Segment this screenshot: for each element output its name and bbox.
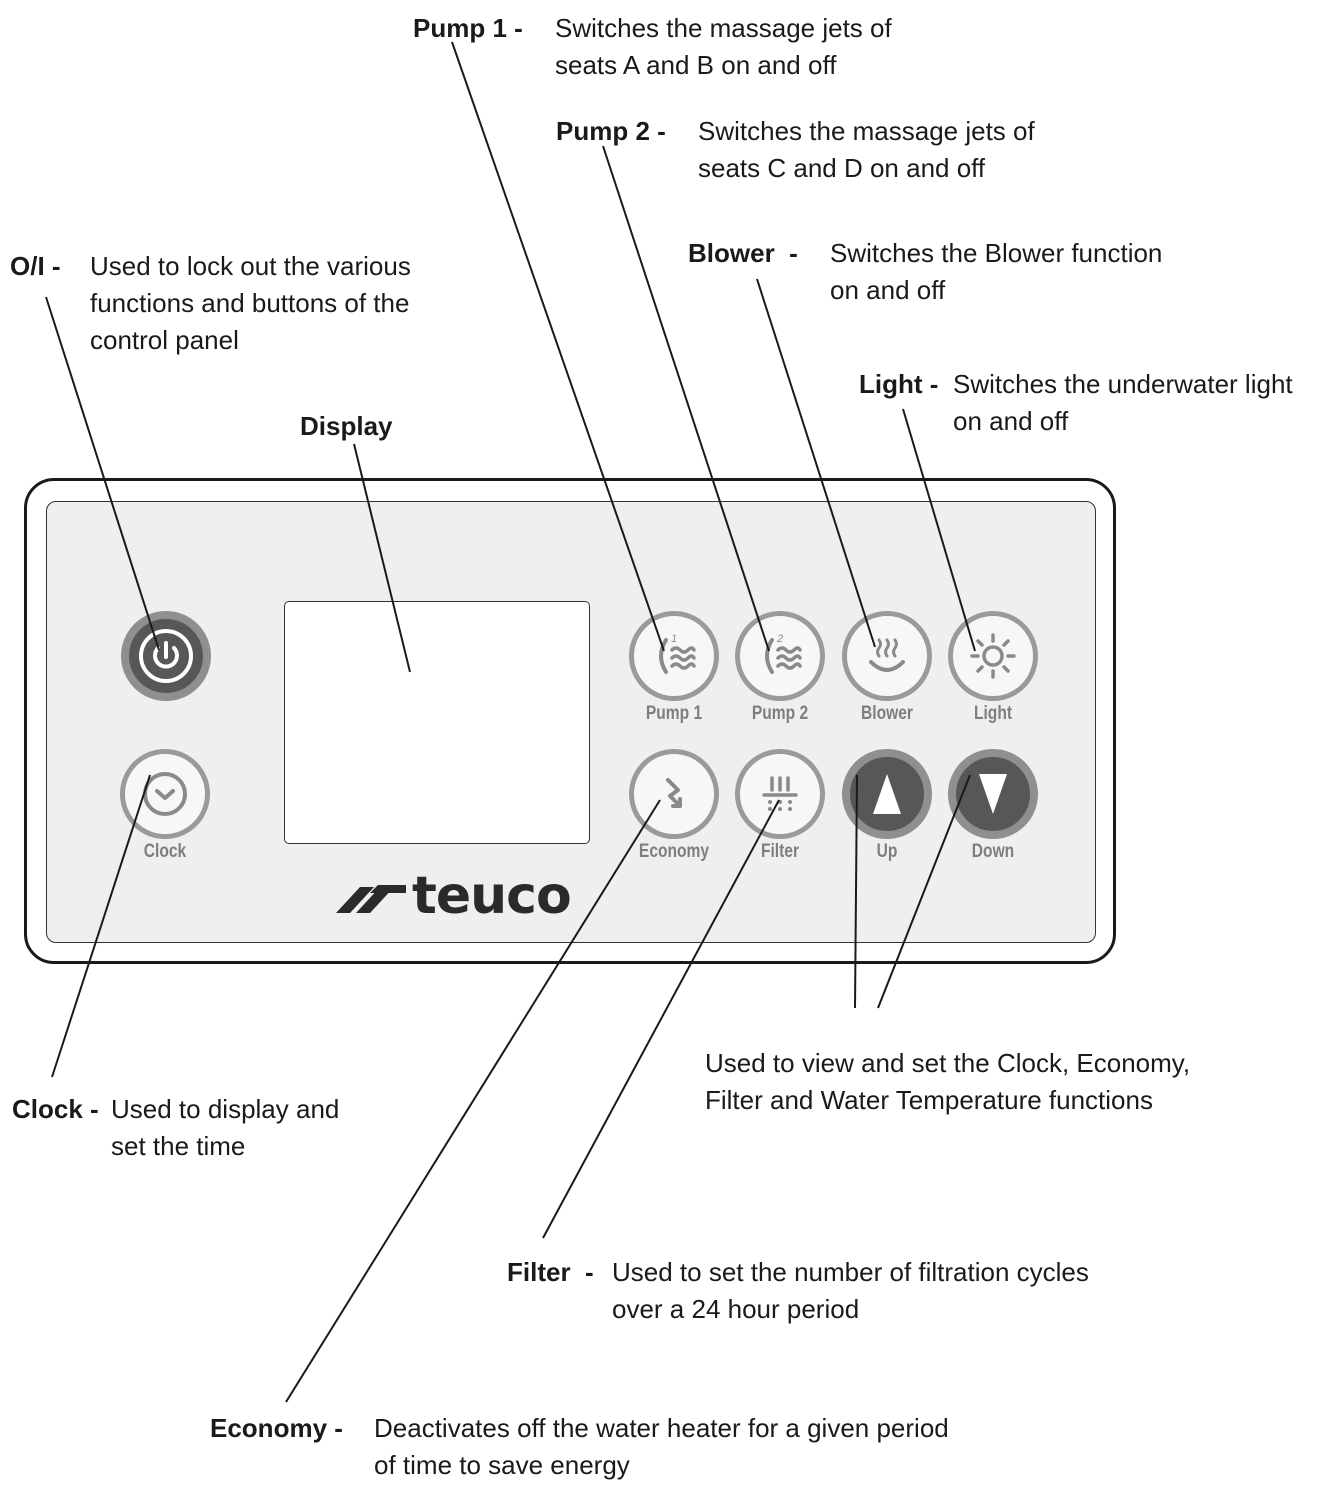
callout-text: functions and buttons of the bbox=[90, 288, 410, 318]
callout-text: Switches the underwater light bbox=[953, 369, 1293, 399]
callout-text: seats A and B on and off bbox=[555, 50, 837, 80]
teuco-logo-mark bbox=[336, 885, 406, 913]
pump1-caption: Pump 1 bbox=[645, 703, 703, 724]
clock-caption: Clock bbox=[143, 841, 187, 862]
callout-label: Display bbox=[300, 411, 393, 441]
blower-button[interactable] bbox=[842, 611, 932, 701]
callout-label: Economy - bbox=[210, 1413, 343, 1443]
pump1-waves-icon: 1 bbox=[644, 626, 704, 686]
callout-label: Clock - bbox=[12, 1094, 99, 1124]
clock-icon bbox=[135, 764, 195, 824]
callout-text: on and off bbox=[830, 275, 946, 305]
light-button[interactable] bbox=[948, 611, 1038, 701]
callout-text: set the time bbox=[111, 1131, 246, 1161]
power-icon bbox=[136, 626, 196, 686]
callout-text: of time to save energy bbox=[374, 1450, 630, 1480]
callout-text: Switches the massage jets of bbox=[555, 13, 892, 43]
down-caption: Down bbox=[971, 841, 1015, 862]
pump2-button[interactable]: 2 bbox=[735, 611, 825, 701]
callout-text: Switches the Blower function bbox=[830, 238, 1163, 268]
callout-text: seats C and D on and off bbox=[698, 153, 986, 183]
sun-icon bbox=[963, 626, 1023, 686]
filter-button[interactable] bbox=[735, 749, 825, 839]
up-caption: Up bbox=[876, 841, 898, 862]
callout-label: Pump 1 - bbox=[413, 13, 523, 43]
callout-text: Used to lock out the various bbox=[90, 251, 411, 281]
teuco-logo: teuco bbox=[336, 866, 572, 926]
callout-text: over a 24 hour period bbox=[612, 1294, 860, 1324]
callout-label: Pump 2 - bbox=[556, 116, 666, 146]
callout-text: Filter and Water Temperature functions bbox=[705, 1085, 1153, 1115]
power-button[interactable] bbox=[121, 611, 211, 701]
callout-text: Used to view and set the Clock, Economy, bbox=[705, 1048, 1191, 1078]
down-button[interactable] bbox=[948, 749, 1038, 839]
callout-text: Used to display and bbox=[111, 1094, 340, 1124]
filter-icon bbox=[750, 764, 810, 824]
economy-button[interactable] bbox=[629, 749, 719, 839]
display-screen bbox=[284, 601, 590, 844]
down-triangle-icon bbox=[963, 764, 1023, 824]
pump2-caption: Pump 2 bbox=[751, 703, 809, 724]
blower-bubbles-icon bbox=[857, 626, 917, 686]
callout-label: Light - bbox=[859, 369, 939, 399]
blower-caption: Blower bbox=[861, 703, 913, 724]
light-caption: Light bbox=[973, 703, 1013, 724]
callout-text: Deactivates off the water heater for a g… bbox=[374, 1413, 949, 1443]
pump1-badge: 1 bbox=[671, 633, 677, 645]
up-triangle-icon bbox=[857, 764, 917, 824]
pump1-button[interactable]: 1 bbox=[629, 611, 719, 701]
callout-text: Switches the massage jets of bbox=[698, 116, 1035, 146]
filter-caption: Filter bbox=[760, 841, 800, 862]
up-button[interactable] bbox=[842, 749, 932, 839]
economy-arrow-icon bbox=[644, 764, 704, 824]
callout-label: Blower - bbox=[688, 238, 798, 268]
callout-text: on and off bbox=[953, 406, 1069, 436]
pump2-badge: 2 bbox=[776, 633, 783, 645]
pump2-waves-icon: 2 bbox=[750, 626, 810, 686]
callout-text: Used to set the number of filtration cyc… bbox=[612, 1257, 1089, 1287]
callout-label: Filter - bbox=[507, 1257, 594, 1287]
callout-label: O/I - bbox=[10, 251, 61, 281]
economy-caption: Economy bbox=[638, 841, 710, 862]
callout-text: control panel bbox=[90, 325, 239, 355]
brand-name: teuco bbox=[412, 866, 572, 926]
clock-button[interactable] bbox=[120, 749, 210, 839]
